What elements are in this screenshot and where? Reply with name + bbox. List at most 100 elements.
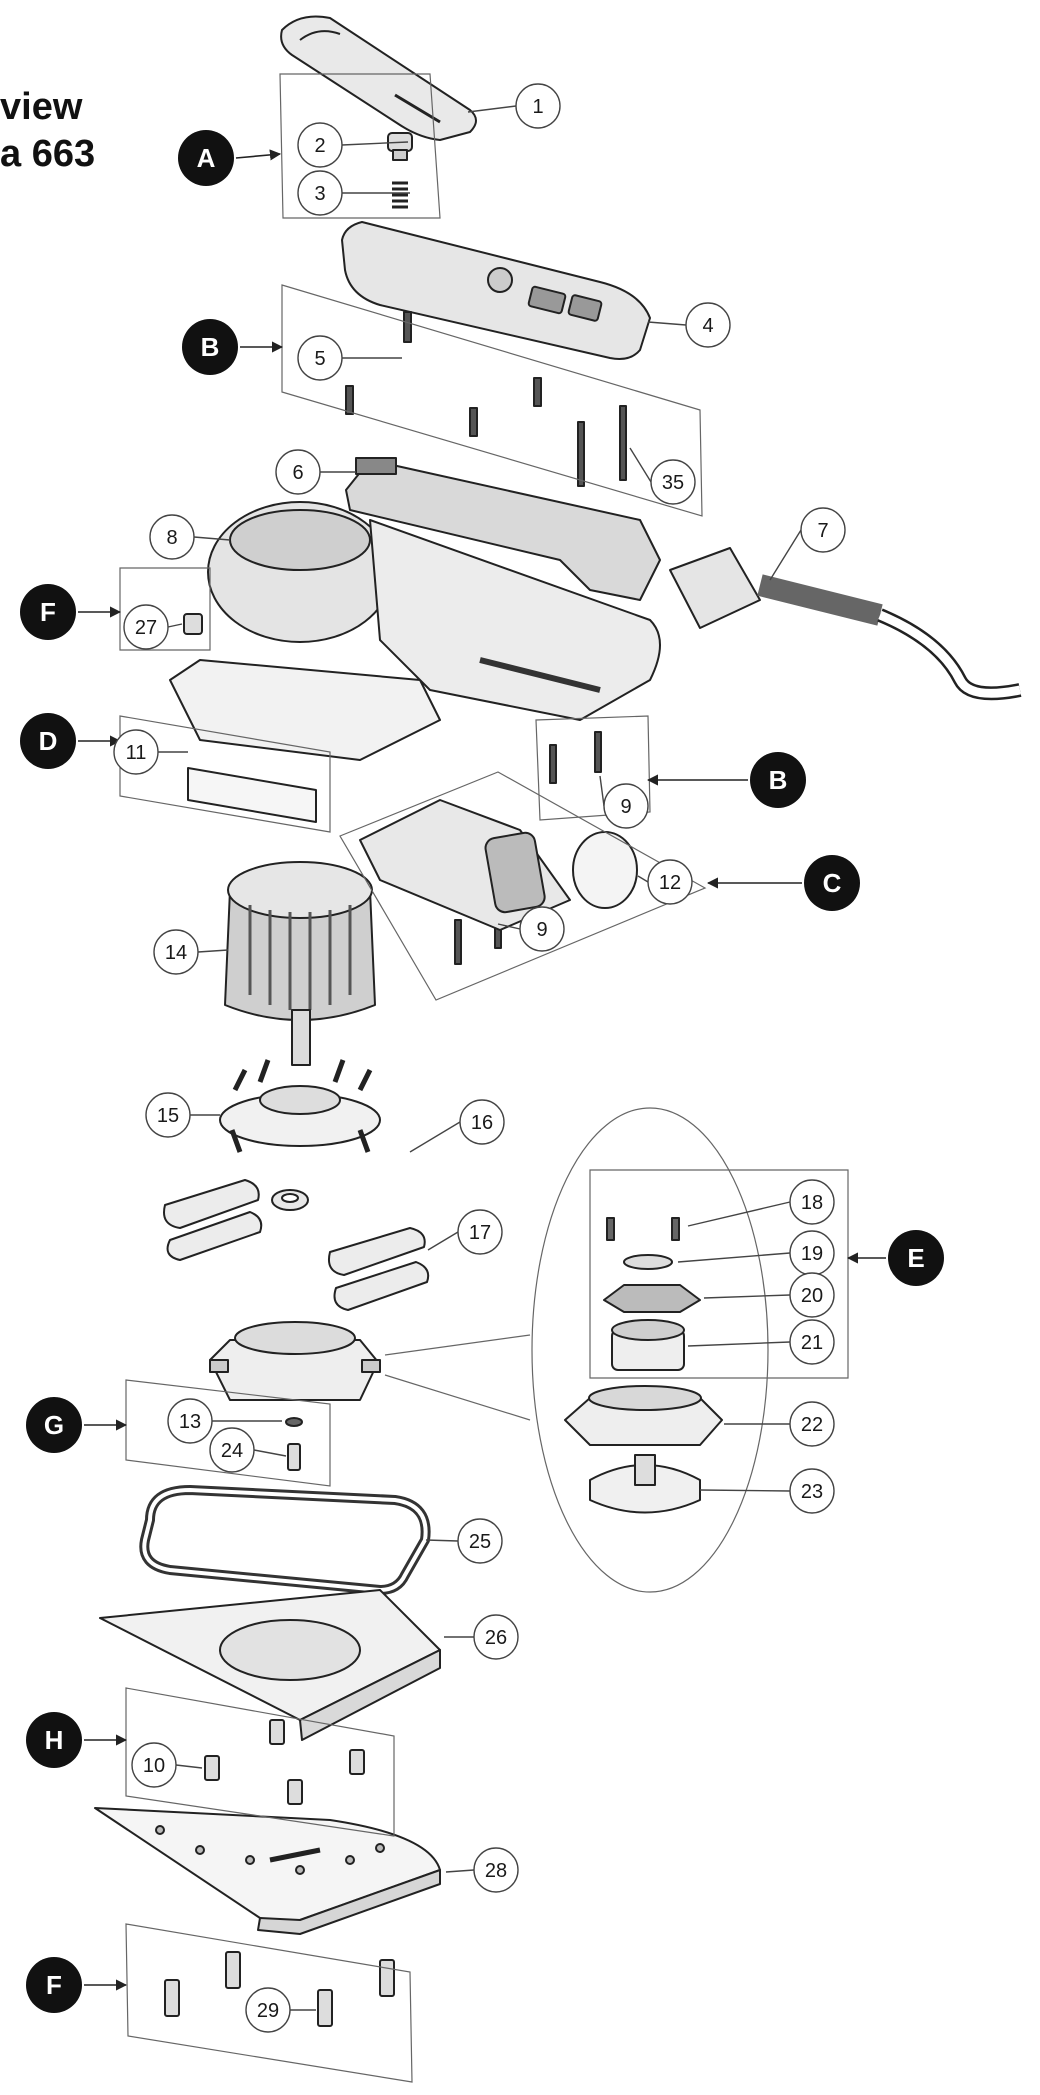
callout-part-9: 9 [497,906,565,952]
callout-part-27: 27 [123,604,183,650]
callout-label: 2 [314,135,325,157]
callout-label: 28 [485,1860,507,1882]
callout-label: 12 [659,872,681,894]
group-badge-f: F [26,1957,128,2013]
callout-part-20: 20 [703,1272,835,1318]
badge-letter: B [201,332,220,362]
group-badge-a: A [178,130,282,186]
callout-part-5: 5 [297,335,402,381]
callout-label: 22 [801,1414,823,1436]
callout-label: 18 [801,1192,823,1214]
badge-letter: G [44,1410,64,1440]
callout-part-11: 11 [113,729,188,775]
callout-part-21: 21 [687,1319,835,1365]
part-10-screws [204,1719,365,1805]
callout-part-23: 23 [699,1468,835,1514]
callout-label: 25 [469,1531,491,1553]
part-8-main-housing [169,501,661,761]
frame-b-top [281,284,703,517]
callout-part-14: 14 [153,929,229,975]
callout-label: 23 [801,1481,823,1503]
callout-part-1: 1 [467,83,561,129]
callout-label: 13 [179,1411,201,1433]
frame-b-mid [535,715,651,821]
callout-label: 8 [166,527,177,549]
group-badge-h: H [26,1712,128,1768]
callout-part-15: 15 [145,1092,220,1138]
badge-letter: C [823,868,842,898]
part-35-long-screws [577,405,627,487]
callout-part-8: 8 [149,514,231,560]
callout-part-35: 35 [629,447,696,505]
callout-part-25: 25 [425,1518,503,1564]
frame-a [279,73,441,219]
part-3-spring [392,181,408,209]
group-badge-f: F [20,584,122,640]
callout-label: 19 [801,1243,823,1265]
group-badge-c: C [706,855,860,911]
callout-part-7: 7 [769,507,846,581]
callout-label: 1 [532,96,543,118]
group-badge-d: D [20,713,122,769]
part-11-label [187,767,317,823]
callout-label: 29 [257,2000,279,2022]
badge-letter: B [769,765,788,795]
callout-part-10: 10 [131,1742,203,1788]
callout-part-2: 2 [297,122,409,168]
part-15-fan [219,1059,381,1153]
callout-label: 35 [662,472,684,494]
part-1-top-cover [280,15,477,141]
part-16-bearing [271,1189,309,1211]
callout-part-24: 24 [209,1427,287,1473]
frame-f-top [119,567,211,651]
callout-part-13: 13 [167,1398,282,1444]
group-badge-b: B [646,752,806,808]
callout-label: 6 [292,462,303,484]
part-19-washer [623,1254,673,1270]
group-badge-b: B [182,319,284,375]
part-28-sanding-pad [94,1807,441,1935]
part-22-counterweight-housing [564,1385,723,1446]
part-7-power-cable [669,547,1022,701]
part-4-switch-housing [341,221,651,360]
part-27-bushing [183,613,203,635]
part-18-screws [606,1217,680,1241]
part-26-pad-base [99,1589,441,1741]
callout-label: 4 [702,315,713,337]
callout-label: 11 [126,742,147,764]
frame-e-loop [531,1107,769,1593]
callout-label: 14 [165,942,187,964]
part-17-link-arms [163,1179,430,1311]
callout-label: 16 [471,1112,493,1134]
callout-part-3: 3 [297,170,410,216]
frame-e-link-1 [384,1334,531,1356]
callout-part-18: 18 [687,1179,835,1227]
part-14-motor [224,861,376,1066]
part-21-bearing [611,1319,685,1371]
callout-part-29: 29 [245,1987,316,2033]
callout-part-28: 28 [445,1847,519,1893]
callout-label: 27 [135,617,157,639]
part-13-washer [285,1417,303,1427]
badge-letter: E [907,1243,924,1273]
frame-g [125,1379,331,1487]
callout-label: 15 [157,1105,179,1127]
callout-label: 3 [314,183,325,205]
badge-letter: A [197,143,216,173]
part-eccentric-housing [209,1321,381,1401]
callout-part-19: 19 [677,1230,835,1276]
part-5-screws [345,311,542,437]
group-badge-g: G [26,1397,128,1453]
frame-h [125,1687,395,1837]
callout-label: 24 [221,1440,243,1462]
frame-f-bottom [125,1923,413,2083]
callout-label: 17 [469,1222,491,1244]
part-12-dust-nozzle [359,799,638,931]
frame-e-link-2 [384,1374,531,1421]
callout-part-4: 4 [647,302,731,348]
callout-part-6: 6 [275,449,356,495]
callout-label: 7 [817,520,828,542]
part-6-switch-module [345,457,661,601]
title-line-1: view [0,86,83,128]
